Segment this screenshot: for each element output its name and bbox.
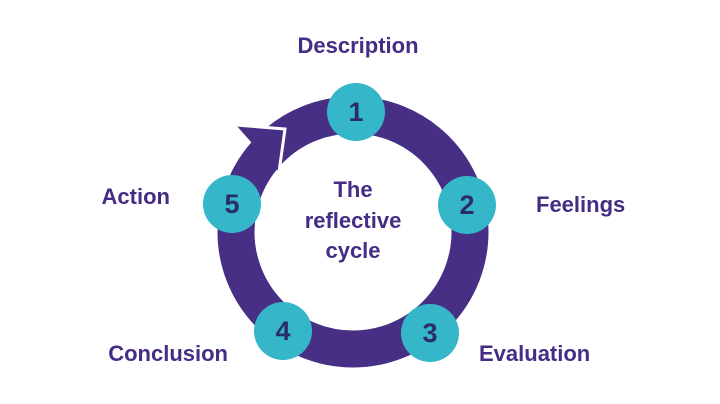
step-label-action: Action [102,184,170,209]
step-number-5: 5 [224,189,239,219]
step-node-3 [401,304,459,362]
center-title-line-2: reflective [305,208,402,233]
step-node-1 [327,83,385,141]
step-number-3: 3 [422,318,437,348]
step-label-feelings: Feelings [536,192,625,217]
step-node-5 [203,175,261,233]
step-number-2: 2 [459,190,474,220]
step-number-1: 1 [348,97,363,127]
step-label-evaluation: Evaluation [479,341,590,366]
clockwise-arrow-icon [236,125,285,172]
arrow-outline [235,123,287,173]
center-title-line-1: The [333,177,372,202]
step-node-2 [438,176,496,234]
center-title-line-3: cycle [325,238,380,263]
step-node-4 [254,302,312,360]
step-label-description: Description [297,33,418,58]
step-label-conclusion: Conclusion [108,341,228,366]
step-number-4: 4 [275,316,290,346]
